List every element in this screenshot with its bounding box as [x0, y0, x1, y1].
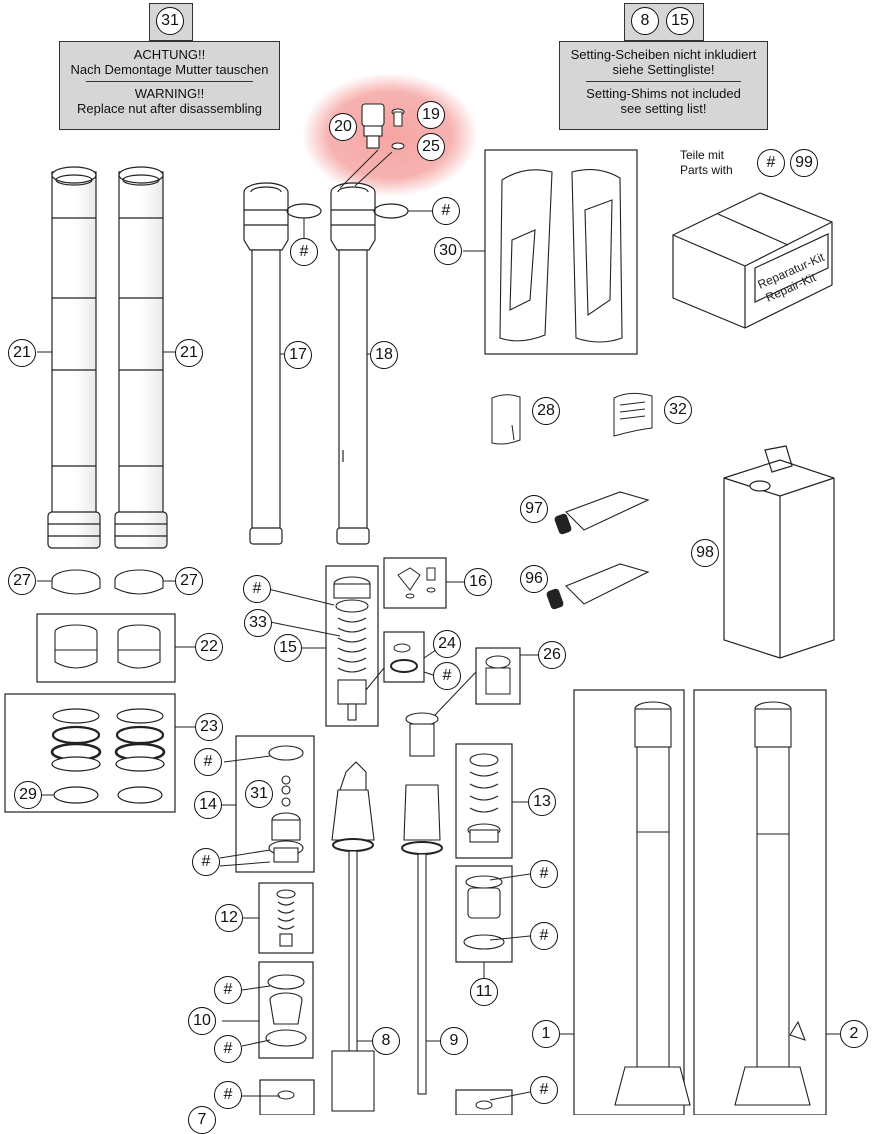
parts-with-en: Parts with	[680, 163, 733, 177]
callout-30: 30	[434, 237, 462, 265]
callout-13: 13	[528, 788, 556, 816]
parts-with-label: Teile mit Parts with	[680, 148, 733, 178]
seal-stack-left	[50, 708, 102, 804]
outer-tube-left	[47, 166, 101, 549]
fork-leg-1	[614, 701, 691, 1106]
callout-8: 8	[372, 1027, 400, 1055]
part-19-screw	[391, 108, 405, 127]
callout-26: 26	[538, 641, 566, 669]
callout-24: 24	[433, 630, 461, 658]
callout-27-left: 27	[8, 567, 36, 595]
hash-callout-10-top: #	[214, 976, 242, 1004]
repair-kit-box	[672, 192, 833, 329]
o-ring-17	[286, 203, 322, 219]
part-24-box	[383, 631, 425, 683]
callout-31-lower: 31	[245, 780, 273, 808]
outer-tube-right	[114, 166, 168, 549]
callout-1: 1	[532, 1020, 560, 1048]
damper-rod-8	[331, 761, 375, 1112]
callout-25: 25	[417, 133, 445, 161]
note-shims-en-line2: see setting list!	[620, 101, 707, 116]
callout-18: 18	[370, 341, 398, 369]
cartridge-18	[330, 182, 376, 545]
callout-15: 15	[274, 634, 302, 662]
decal-32	[613, 392, 653, 437]
callout-7: 7	[188, 1106, 216, 1134]
bushing-22-right	[117, 624, 161, 669]
decal-28	[491, 394, 521, 445]
hash-callout-o-ring-18: #	[432, 197, 460, 225]
hash-callout-legend: #	[757, 149, 785, 177]
note-divider	[86, 81, 253, 82]
fork-guard-right	[571, 169, 623, 343]
hash-callout-7: #	[214, 1081, 242, 1109]
bushing-22-left	[54, 624, 98, 669]
hash-callout-11-bottom: #	[530, 922, 558, 950]
warning-note-shims: Setting-Scheiben nicht inkludiert siehe …	[559, 41, 768, 130]
callout-10: 10	[188, 1007, 216, 1035]
spring-assembly-15	[333, 576, 371, 721]
callout-98: 98	[691, 539, 719, 567]
hash-callout-14-top: #	[194, 748, 222, 776]
callout-27-right: 27	[175, 567, 203, 595]
note-nut-en-title: WARNING!!	[134, 86, 205, 101]
callout-28: 28	[532, 397, 560, 425]
grease-tube-96	[546, 563, 650, 610]
callout-33: 33	[244, 609, 272, 637]
callout-9: 9	[440, 1027, 468, 1055]
callout-99: 99	[790, 149, 818, 177]
callout-19: 19	[417, 101, 445, 129]
hash-callout-bottom: #	[530, 1076, 558, 1104]
hash-callout-o-ring-17: #	[290, 238, 318, 266]
hash-callout-24: #	[433, 662, 461, 690]
part-25-washer	[391, 142, 405, 150]
grease-tube-97	[554, 491, 650, 535]
callout-12: 12	[215, 904, 243, 932]
parts-with-de: Teile mit	[680, 148, 725, 162]
part-20-bolt	[361, 103, 385, 149]
callout-96: 96	[520, 565, 548, 593]
warning-note-nut: ACHTUNG!! Nach Demontage Mutter tauschen…	[59, 41, 280, 130]
note-divider	[586, 81, 741, 82]
seal-stack-right	[114, 708, 166, 804]
callout-97: 97	[520, 495, 548, 523]
damper-rod-9	[401, 712, 443, 1095]
callout-17: 17	[284, 341, 312, 369]
highlight-area	[302, 73, 478, 197]
callout-11: 11	[470, 978, 498, 1006]
seal-27-left	[51, 569, 101, 595]
callout-23: 23	[195, 713, 223, 741]
fork-guard-left	[499, 169, 553, 342]
note-shims-de-line2: siehe Settingliste!	[612, 62, 715, 77]
note-shims-en-line1: Setting-Shims not included	[586, 86, 741, 101]
note-shims-de-line1: Setting-Scheiben nicht inkludiert	[570, 47, 757, 62]
cartridge-17	[243, 182, 289, 545]
hash-callout-11-top: #	[530, 860, 558, 888]
oil-can-98	[723, 445, 835, 659]
fork-leg-2	[734, 701, 811, 1106]
callout-21-right: 21	[175, 339, 203, 367]
o-ring-18	[373, 203, 409, 219]
callout-32: 32	[664, 396, 692, 424]
callout-16: 16	[464, 568, 492, 596]
ref-callout-31: 31	[156, 7, 184, 35]
hash-callout-14-bottom: #	[192, 848, 220, 876]
callout-2: 2	[840, 1020, 868, 1048]
callout-29: 29	[14, 781, 42, 809]
callout-14: 14	[194, 791, 222, 819]
callout-20: 20	[329, 113, 357, 141]
callout-21-left: 21	[8, 339, 36, 367]
hash-callout-15-top: #	[243, 575, 271, 603]
callout-22: 22	[195, 633, 223, 661]
note-nut-en-text: Replace nut after disassembling	[77, 101, 262, 116]
hash-callout-10-bottom: #	[214, 1035, 242, 1063]
note-nut-de-text: Nach Demontage Mutter tauschen	[70, 62, 269, 77]
note-nut-de-title: ACHTUNG!!	[133, 47, 206, 62]
ref-callout-8: 8	[631, 7, 659, 35]
seal-27-right	[114, 569, 164, 595]
ref-callout-15: 15	[666, 7, 694, 35]
